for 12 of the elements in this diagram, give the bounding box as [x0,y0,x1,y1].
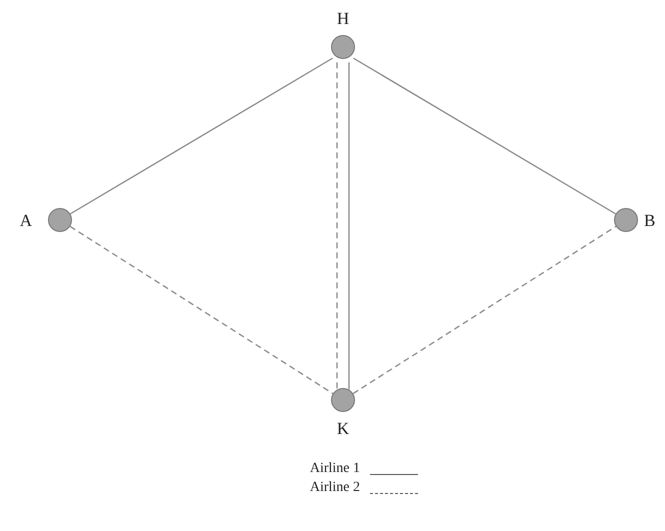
node-label: K [336,420,350,437]
node-label: H [336,10,350,27]
route-line [352,226,616,394]
route-line [70,58,334,214]
route-line [336,62,338,390]
legend-label: Airline 2 [308,481,360,495]
node-label: A [20,212,32,228]
node-label: B [644,212,656,228]
route-line [352,58,616,214]
route-line [348,62,350,390]
route-line [70,226,334,394]
legend-label: Airline 1 [308,462,360,476]
